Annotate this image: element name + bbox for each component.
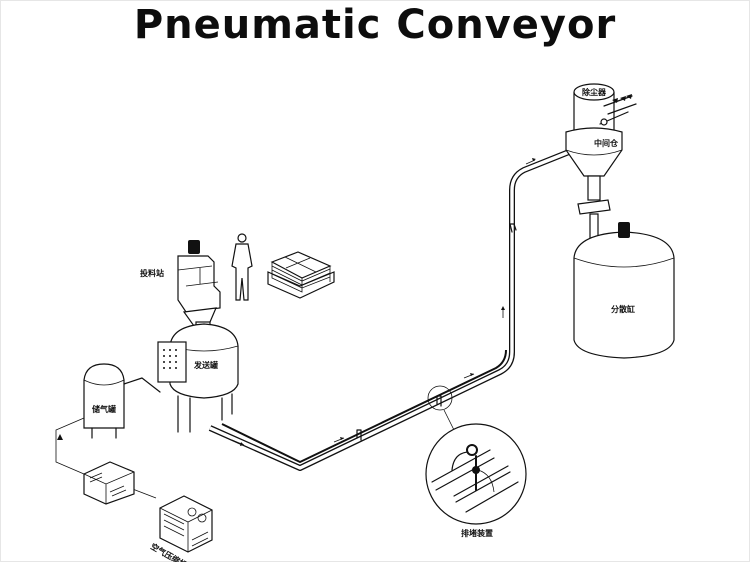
- air-tank: 储气罐: [83, 363, 161, 439]
- arrow-icon: [532, 158, 536, 161]
- air-dryer: [83, 461, 135, 505]
- bag-pallet-icon: [267, 251, 335, 299]
- pipe-valves: [356, 223, 517, 441]
- dispersion-tank-label: 分散缸: [611, 304, 635, 314]
- control-box: [157, 341, 187, 383]
- arrow-icon: [57, 434, 63, 440]
- page-title: Pneumatic Conveyor: [133, 2, 617, 48]
- dust-collector: 除尘器: [573, 83, 637, 136]
- arrow-icon: [340, 437, 344, 440]
- sending-tank-label: 发送罐: [193, 360, 218, 370]
- arrow-icon: [470, 373, 474, 376]
- intermediate-bin: 中间仓: [565, 127, 623, 241]
- worker-figure-icon: [231, 233, 253, 301]
- dispersion-tank: 分散缸: [573, 222, 675, 359]
- arrow-icon: [240, 442, 244, 446]
- anti-blocking-label: 排堵装置: [461, 528, 493, 538]
- flow-arrows: [231, 158, 536, 446]
- feeding-station-label: 投料站: [140, 268, 164, 278]
- air-tank-label: 储气罐: [91, 404, 116, 414]
- arrow-icon: [501, 306, 505, 310]
- feeding-station: 投料站: [140, 240, 221, 327]
- sending-tank: 发送罐: [157, 321, 239, 433]
- air-compressor: 空气压缩机: [149, 495, 213, 562]
- anti-blocking-device: 排堵装置: [425, 385, 527, 538]
- conveying-pipeline: [208, 147, 576, 471]
- intermediate-bin-label: 中间仓: [594, 138, 619, 148]
- dust-collector-label: 除尘器: [582, 87, 607, 97]
- arrow-icon: [525, 159, 536, 165]
